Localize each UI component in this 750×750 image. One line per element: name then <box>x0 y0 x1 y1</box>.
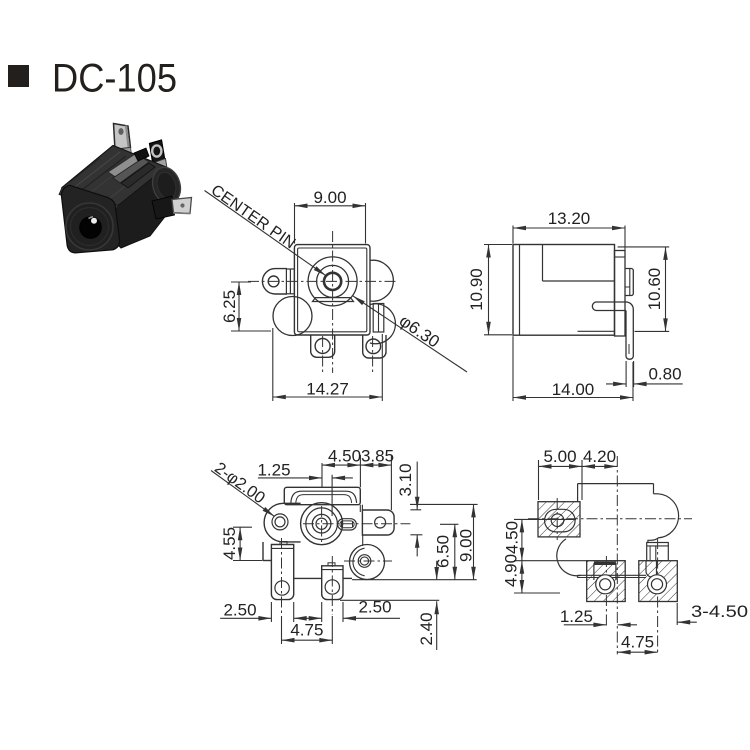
svg-text:2.50: 2.50 <box>223 600 256 619</box>
svg-text:1.25: 1.25 <box>257 460 290 479</box>
svg-text:2.50: 2.50 <box>358 598 391 617</box>
svg-text:9.00: 9.00 <box>457 529 476 562</box>
svg-text:14.00: 14.00 <box>552 380 595 399</box>
svg-text:4.75: 4.75 <box>290 621 323 640</box>
svg-text:6.25: 6.25 <box>220 290 239 323</box>
svg-text:13.20: 13.20 <box>548 209 591 228</box>
svg-text:2.40: 2.40 <box>417 612 436 645</box>
svg-text:1.25: 1.25 <box>560 607 593 626</box>
svg-text:4.20: 4.20 <box>583 447 616 466</box>
svg-text:3-4.50: 3-4.50 <box>691 602 748 621</box>
svg-text:10.90: 10.90 <box>467 268 486 311</box>
svg-text:4.55: 4.55 <box>220 527 239 560</box>
svg-text:DC-105: DC-105 <box>52 57 177 101</box>
svg-text:CENTER PIN: CENTER PIN <box>208 182 299 253</box>
svg-text:0.80: 0.80 <box>648 365 681 384</box>
svg-text:4.50: 4.50 <box>328 447 361 466</box>
svg-text:5.00: 5.00 <box>543 447 576 466</box>
svg-text:6.50: 6.50 <box>434 535 453 568</box>
svg-text:4.90: 4.90 <box>502 554 521 587</box>
svg-text:4.50: 4.50 <box>503 521 522 554</box>
svg-text:14.27: 14.27 <box>306 380 349 399</box>
svg-text:9.00: 9.00 <box>313 188 346 207</box>
svg-text:3.85: 3.85 <box>361 447 394 466</box>
svg-text:4.75: 4.75 <box>621 633 654 652</box>
svg-text:10.60: 10.60 <box>645 268 664 311</box>
svg-text:φ6.30: φ6.30 <box>396 311 443 351</box>
svg-text:3.10: 3.10 <box>396 463 415 496</box>
